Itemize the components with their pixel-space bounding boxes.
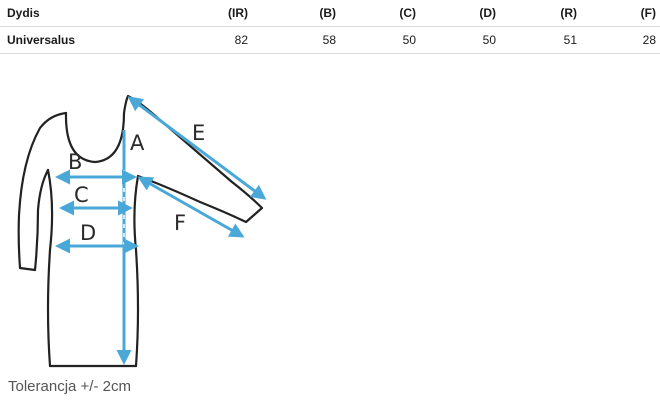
label-a: A bbox=[130, 131, 145, 155]
arrow-f bbox=[137, 176, 245, 238]
right-sleeve bbox=[122, 94, 264, 224]
label-b: B bbox=[68, 150, 82, 174]
header-b: (B) bbox=[248, 0, 336, 27]
table-row: Universalus 82 58 50 50 51 28 bbox=[0, 26, 660, 54]
cell-f: 28 bbox=[577, 26, 660, 54]
header-d: (D) bbox=[416, 0, 496, 27]
cell-r: 51 bbox=[496, 26, 577, 54]
header-f: (F) bbox=[577, 0, 660, 27]
header-ir: (IR) bbox=[140, 0, 248, 27]
header-r: (R) bbox=[496, 0, 577, 27]
neckline bbox=[64, 111, 126, 164]
label-e: E bbox=[192, 121, 205, 145]
right-side bbox=[133, 174, 140, 368]
tolerance-note: Tolerancja +/- 2cm bbox=[8, 378, 131, 395]
table-header-row: Dydis (IR) (B) (C) (D) (R) (F) bbox=[0, 0, 660, 27]
label-f: F bbox=[174, 211, 186, 235]
cell-c: 50 bbox=[336, 26, 416, 54]
dress-measurement-diagram: A B C D E F bbox=[17, 94, 267, 368]
size-table: Dydis (IR) (B) (C) (D) (R) (F) Universal… bbox=[0, 0, 660, 54]
cell-size-name: Universalus bbox=[0, 26, 140, 54]
header-size: Dydis bbox=[0, 0, 140, 27]
cell-ir: 82 bbox=[140, 26, 248, 54]
measurement-arrows bbox=[55, 96, 267, 365]
header-c: (C) bbox=[336, 0, 416, 27]
label-c: C bbox=[74, 183, 89, 207]
left-sleeve bbox=[17, 111, 68, 272]
cell-b: 58 bbox=[248, 26, 336, 54]
label-d: D bbox=[80, 221, 96, 245]
left-side bbox=[46, 168, 54, 368]
cell-d: 50 bbox=[416, 26, 496, 54]
